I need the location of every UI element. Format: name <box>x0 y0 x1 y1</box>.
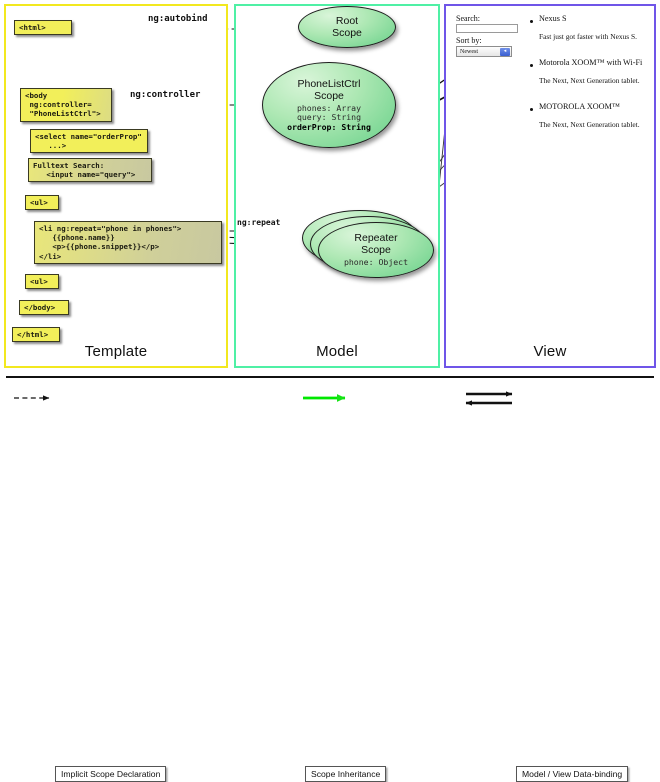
phone-bullet-1 <box>530 20 533 23</box>
column-label-view: View <box>533 343 567 360</box>
li-repeat-box: <li ng:repeat="phone in phones"> {{phone… <box>34 221 222 264</box>
legend-scope-inheritance: Scope Inheritance <box>305 766 387 782</box>
phonelistctrl-scope-props: phones: Array query: String orderProp: S… <box>287 102 371 133</box>
phone-bullet-3 <box>530 108 533 111</box>
phonelistctrl-scope: PhoneListCtrl Scope phones: Array query:… <box>262 62 396 148</box>
repeater-scope-props: phone: Object <box>343 257 409 268</box>
column-label-model: Model <box>316 343 358 360</box>
edge-label-ng-repeat: ng:repeat <box>237 218 281 227</box>
column-view: View <box>444 4 656 368</box>
phone-desc-2: The Next, Next Generation tablet. <box>539 76 640 85</box>
search-label: Search: <box>456 14 480 23</box>
phonelistctrl-scope-title: PhoneListCtrl Scope <box>297 77 361 102</box>
search-input[interactable] <box>456 24 518 33</box>
ul-open-box: <ul> <box>25 195 59 211</box>
select-orderprop-box: <select name="orderProp" ...> <box>30 129 148 154</box>
ul-close-box: <ul> <box>25 274 59 290</box>
phone-bullet-2 <box>530 64 533 67</box>
root-scope: Root Scope <box>298 6 396 48</box>
edge-label-ng-controller: ng:controller <box>130 90 201 100</box>
column-label-template: Template <box>84 343 148 360</box>
column-model: Model <box>234 4 440 368</box>
root-scope-title: Root Scope <box>332 15 362 39</box>
sort-label: Sort by: <box>456 36 482 45</box>
prop-orderprop: orderProp: String <box>287 121 371 132</box>
prop-query: query: String <box>296 112 362 123</box>
legend: Implicit Scope Declaration Scope Inherit… <box>0 376 660 782</box>
body-controller-box: <body ng:controller= "PhoneListCtrl"> <box>20 88 112 122</box>
phone-name-2[interactable]: Motorola XOOM™ with Wi-Fi <box>539 58 643 67</box>
fulltext-search-box: Fulltext Search: <input name="query"> <box>28 158 152 183</box>
phone-name-3[interactable]: MOTOROLA XOOM™ <box>539 102 620 111</box>
legend-divider <box>6 376 654 378</box>
phone-name-1[interactable]: Nexus S <box>539 14 567 23</box>
prop-phones: phones: Array <box>296 102 362 113</box>
phone-desc-3: The Next, Next Generation tablet. <box>539 120 640 129</box>
sort-select[interactable]: Newest ◂ <box>456 46 512 57</box>
chevron-down-icon: ◂ <box>500 48 510 56</box>
sort-select-value: Newest <box>460 49 478 55</box>
repeater-scope: Repeater Scope phone: Object <box>318 222 434 278</box>
phone-desc-1: Fast just got faster with Nexus S. <box>539 32 637 41</box>
edge-label-ng-autobind: ng:autobind <box>148 14 208 24</box>
legend-data-binding: Model / View Data-binding <box>516 766 629 782</box>
repeater-scope-title: Repeater Scope <box>354 232 398 257</box>
legend-implicit-scope: Implicit Scope Declaration <box>55 766 167 782</box>
html-close-box: </html> <box>12 327 60 343</box>
body-close-box: </body> <box>19 300 69 316</box>
html-open-box: <html> <box>14 20 72 36</box>
